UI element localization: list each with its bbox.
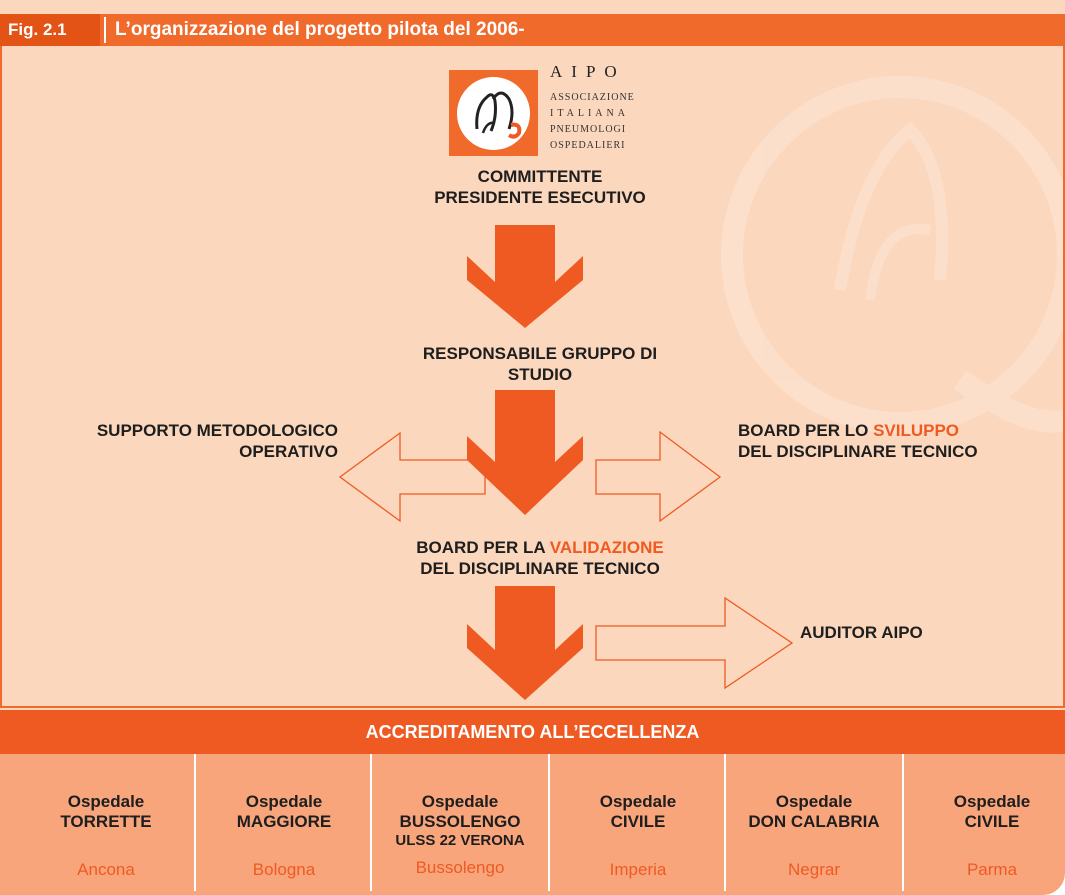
- aipo-logo: [449, 70, 538, 156]
- column-divider: [724, 754, 726, 891]
- column-divider: [194, 754, 196, 891]
- auditor-label: AUDITOR AIPO: [800, 623, 923, 642]
- board-validazione-label: BOARD PER LA VALIDAZIONE DEL DISCIPLINAR…: [416, 538, 664, 578]
- accreditamento-bar: ACCREDITAMENTO ALL’ECCELLENZA: [0, 710, 1065, 754]
- header-bar: [0, 14, 1065, 46]
- hospital-city: Ancona: [77, 860, 135, 879]
- aipo-acronym: AIPO: [550, 62, 626, 81]
- watermark-q-logo: [721, 76, 1065, 434]
- column-divider: [370, 754, 372, 891]
- lungs-icon: [475, 91, 522, 139]
- figure-number: Fig. 2.1: [0, 14, 100, 46]
- left-outline-arrow: [338, 431, 486, 523]
- right-outline-arrow-board: [595, 430, 722, 523]
- hospital-city: Negrar: [788, 860, 840, 879]
- hospital-city: Imperia: [609, 860, 667, 879]
- hospital-city: Parma: [966, 860, 1018, 879]
- down-arrow-3: [467, 586, 583, 700]
- board-sviluppo-label: BOARD PER LO SVILUPPO DEL DISCIPLINARE T…: [738, 421, 978, 461]
- diagram-frame: [0, 46, 1065, 708]
- committente-label: COMMITTENTE PRESIDENTE ESECUTIVO: [434, 167, 646, 207]
- supporto-label: SUPPORTO METODOLOGICO OPERATIVO: [96, 421, 338, 461]
- hospital-city: Bologna: [252, 860, 316, 879]
- aipo-logo-circle: [457, 77, 530, 150]
- aipo-line-3: PNEUMOLOGI: [550, 124, 627, 135]
- hospital-city: Bussolengo: [415, 858, 505, 877]
- column-divider: [902, 754, 904, 891]
- column-divider: [548, 754, 550, 891]
- right-outline-arrow-auditor: [595, 596, 794, 690]
- responsabile-label: RESPONSABILE GRUPPO DI STUDIO: [422, 344, 658, 384]
- header-separator: [104, 17, 106, 43]
- aipo-line-2: ITALIANA: [550, 108, 629, 119]
- aipo-line-4: OSPEDALIERI: [550, 140, 626, 151]
- down-arrow-2: [467, 390, 583, 515]
- down-arrow-1: [467, 225, 583, 328]
- figure-title: L’organizzazione del progetto pilota del…: [115, 19, 525, 40]
- aipo-line-1: ASSOCIAZIONE: [550, 92, 635, 103]
